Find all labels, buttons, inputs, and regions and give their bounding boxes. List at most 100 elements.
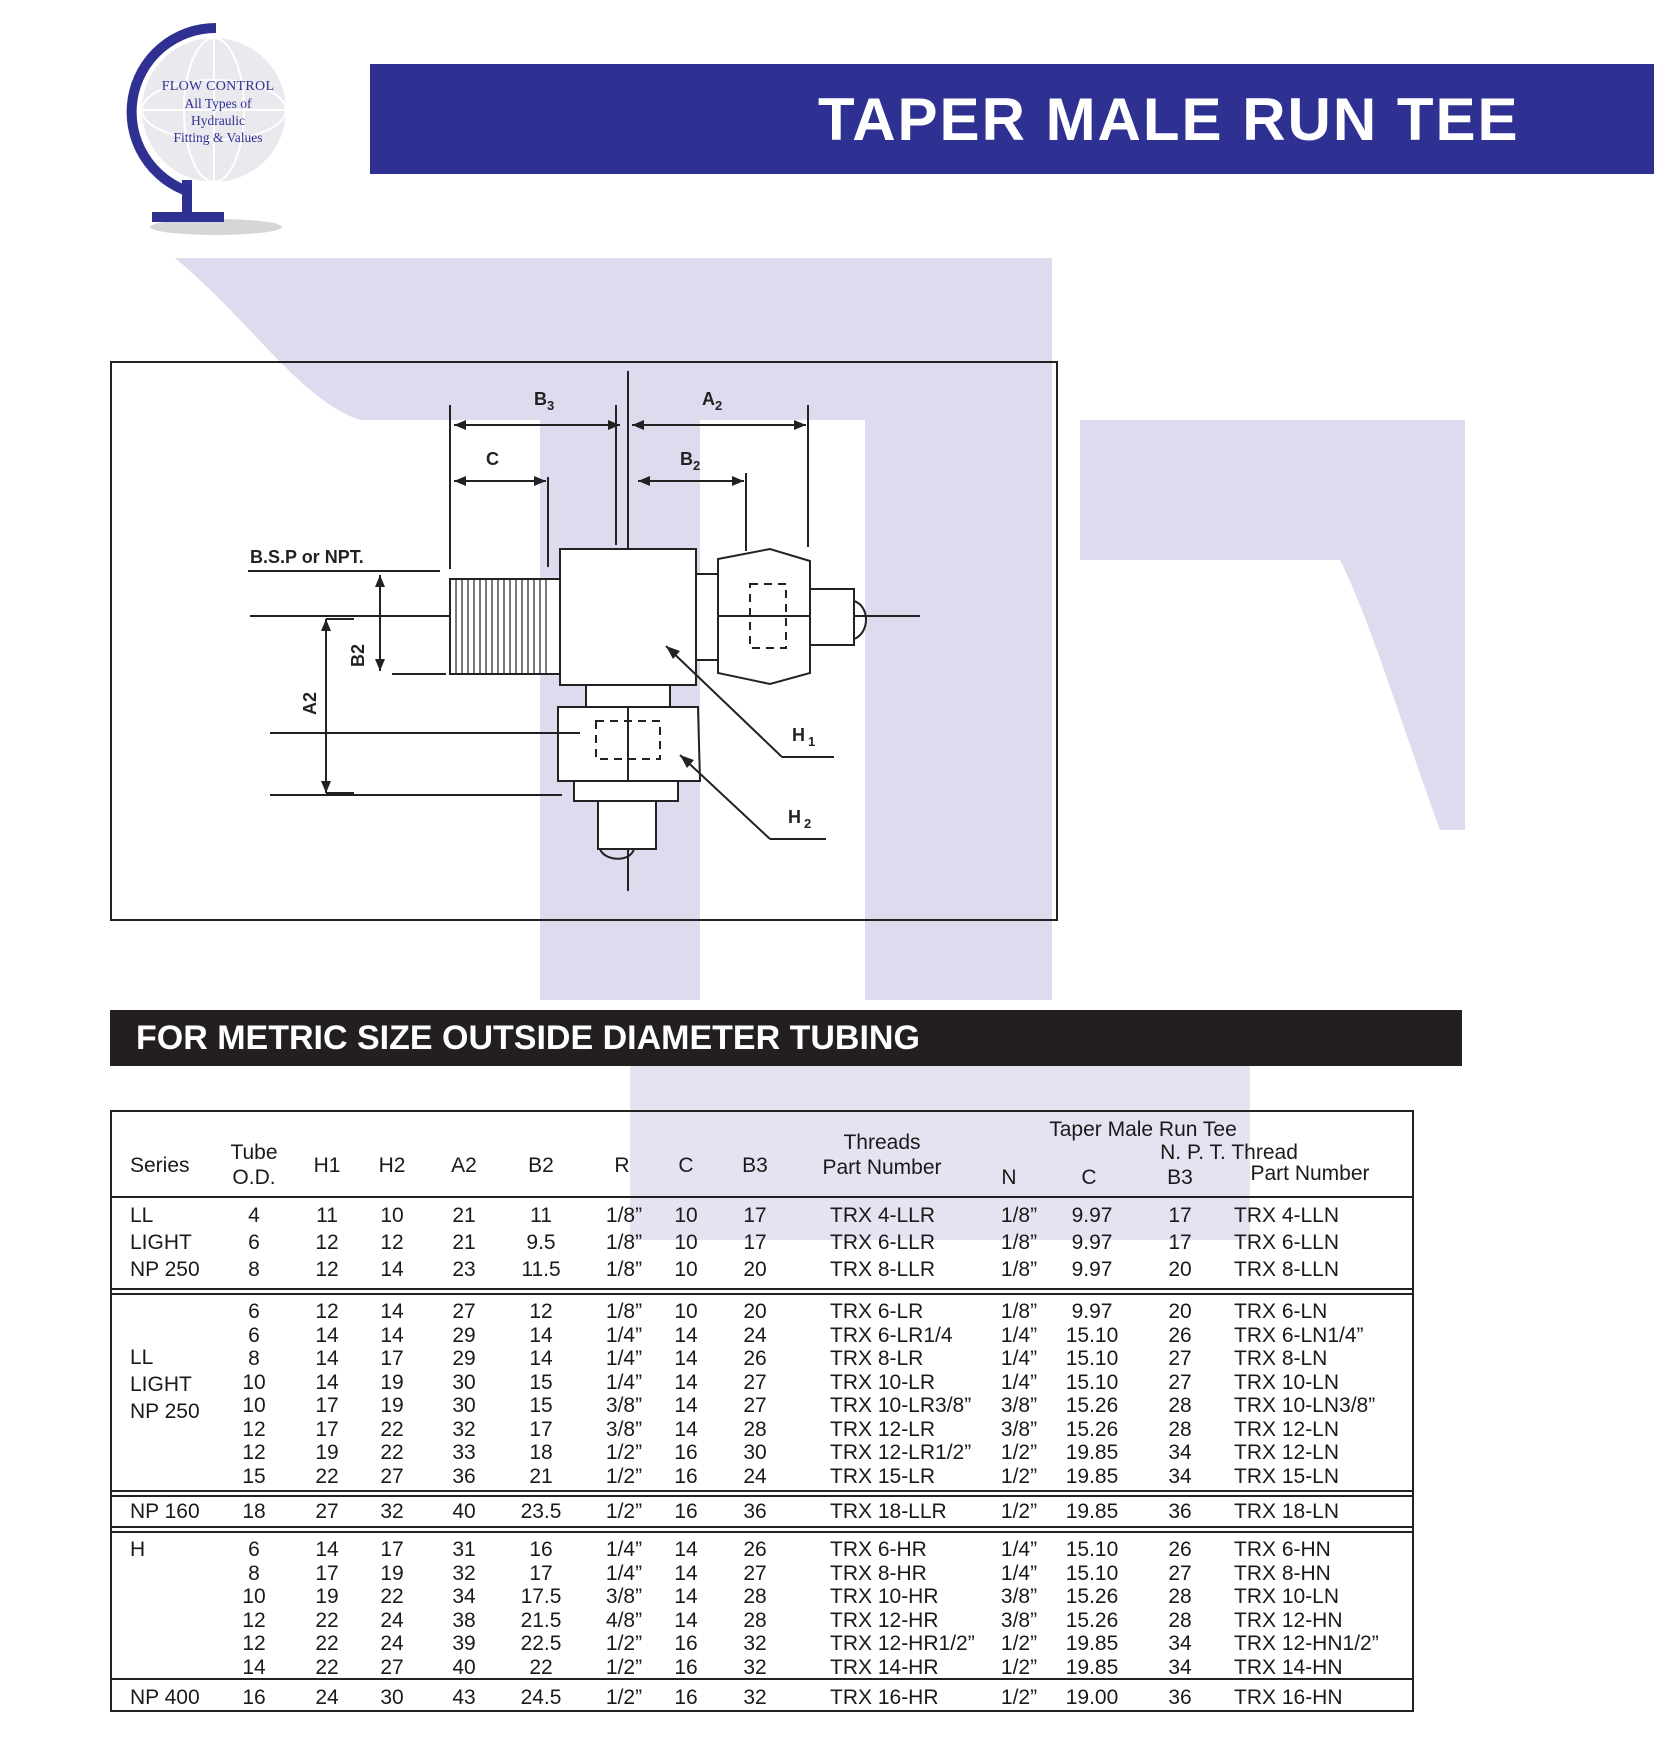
table-cell: 16: [674, 1655, 698, 1679]
table-cell: 27: [315, 1500, 339, 1523]
header-npt-c: C: [1081, 1166, 1097, 1189]
table-cell: 11.5: [521, 1258, 561, 1281]
table-cell: 14: [315, 1370, 339, 1394]
header-npt-b3: B3: [1167, 1166, 1193, 1189]
table-cell: 22: [315, 1655, 339, 1679]
table-cell: TRX 6-LLR: [830, 1231, 936, 1254]
header-npt-part-number: Part Number: [1250, 1162, 1370, 1185]
table-cell: 1/8”: [1000, 1204, 1038, 1227]
table-cell: 30: [743, 1441, 767, 1464]
table-cell: 10: [242, 1585, 266, 1608]
table-cell: 26: [743, 1347, 767, 1370]
table-cell: 3/8”: [1000, 1417, 1038, 1441]
table-cell: 12: [315, 1231, 339, 1254]
table-cell: 22: [529, 1655, 553, 1679]
table-cell: 18: [529, 1441, 553, 1464]
table-cell: 1/2”: [1000, 1500, 1038, 1523]
table-cell: 17: [743, 1204, 767, 1227]
table-cell: TRX 10-LN3/8”: [1234, 1394, 1376, 1417]
table-cell: TRX 14-HR: [830, 1655, 939, 1679]
table-cell: 8: [248, 1347, 260, 1370]
table-cell: 34: [1168, 1632, 1192, 1655]
table-cell: 22: [315, 1464, 339, 1488]
table-cell: 24: [315, 1686, 339, 1709]
diagram-frame: [110, 361, 1058, 921]
table-cell: 19.85: [1065, 1500, 1119, 1523]
table-cell: 1/8”: [605, 1204, 643, 1227]
series-label: LIGHT: [130, 1373, 192, 1396]
table-cell: 15: [529, 1394, 553, 1417]
table-cell: TRX 12-LR: [830, 1417, 936, 1441]
header-n: N: [1001, 1166, 1017, 1189]
table-cell: 15.10: [1065, 1561, 1119, 1585]
table-cell: 14: [674, 1370, 698, 1394]
section-banner: [110, 1010, 1462, 1066]
table-cell: 10: [380, 1204, 404, 1227]
table-cell: TRX 15-LN: [1234, 1464, 1340, 1488]
table-cell: 12: [315, 1300, 339, 1323]
table-cell: 10: [674, 1258, 698, 1281]
header-tube: Tube: [230, 1141, 278, 1164]
series-label: NP 250: [130, 1400, 200, 1423]
table-cell: 38: [452, 1608, 476, 1632]
table-cell: 6: [248, 1300, 260, 1323]
table-cell: 39: [452, 1632, 476, 1655]
table-cell: 1/2”: [1000, 1464, 1038, 1488]
table-cell: 8: [248, 1561, 260, 1585]
table-cell: 1/4”: [605, 1538, 643, 1561]
table-cell: 17: [315, 1417, 339, 1441]
table-cell: 34: [1168, 1655, 1192, 1679]
table-cell: TRX 12-LN: [1234, 1441, 1340, 1464]
section-title: FOR METRIC SIZE OUTSIDE DIAMETER TUBING: [136, 1019, 920, 1057]
table-cell: 9.97: [1071, 1300, 1113, 1323]
table-cell: 26: [743, 1538, 767, 1561]
table-cell: 17: [529, 1561, 553, 1585]
table-cell: 15.10: [1065, 1347, 1119, 1370]
label-a2: A2: [702, 389, 722, 413]
table-cell: 36: [1168, 1500, 1192, 1523]
table-cell: 19.00: [1065, 1686, 1119, 1709]
table-cell: 32: [380, 1500, 404, 1523]
table-cell: 14: [315, 1323, 339, 1347]
logo-text: FLOW CONTROL All Types of Hydraulic Fitt…: [140, 78, 296, 146]
label-b2: B2: [680, 449, 700, 473]
table-cell: 34: [1168, 1441, 1192, 1464]
company-logo: [126, 22, 287, 235]
table-cell: 17: [380, 1347, 404, 1370]
table-cell: 3/8”: [1000, 1608, 1038, 1632]
table-cell: 14: [674, 1394, 698, 1417]
series-label: LL: [130, 1204, 154, 1227]
header-b2: B2: [528, 1154, 554, 1177]
table-cell: 23.5: [520, 1500, 562, 1523]
series-label: NP 400: [130, 1686, 200, 1709]
table-cell: 4: [248, 1204, 260, 1227]
table-cell: 1/2”: [605, 1655, 643, 1679]
table-cell: 19: [380, 1561, 404, 1585]
header-threads: Threads: [843, 1131, 921, 1154]
table-cell: 32: [452, 1417, 476, 1441]
table-cell: TRX 18-LN: [1234, 1500, 1340, 1523]
table-cell: TRX 6-LR1/4: [830, 1323, 953, 1347]
table-cell: 14: [380, 1323, 404, 1347]
header-r: R: [614, 1154, 630, 1177]
table-cell: 14: [674, 1347, 698, 1370]
table-cell: 30: [452, 1394, 476, 1417]
table-cell: 4/8”: [605, 1608, 643, 1632]
table-cell: 11: [530, 1204, 552, 1227]
header-part-number: Part Number: [822, 1156, 942, 1179]
table-cell: 12: [529, 1300, 553, 1323]
table-cell: 1/2”: [605, 1500, 643, 1523]
table-cell: 12: [380, 1231, 404, 1254]
table-cell: 22: [315, 1632, 339, 1655]
table-cell: TRX 16-HN: [1234, 1686, 1343, 1709]
table-cell: 15.26: [1065, 1585, 1119, 1608]
table-cell: 17.5: [520, 1585, 562, 1608]
table-cell: 43: [452, 1686, 476, 1709]
table-cell: 10: [674, 1204, 698, 1227]
table-cell: 3/8”: [605, 1417, 643, 1441]
table-cell: 9.97: [1071, 1231, 1113, 1254]
label-b2-vertical: B2: [348, 644, 368, 667]
group-rule-1b: [110, 1293, 1414, 1295]
table-cell: 16: [674, 1632, 698, 1655]
table-cell: 12: [242, 1441, 266, 1464]
